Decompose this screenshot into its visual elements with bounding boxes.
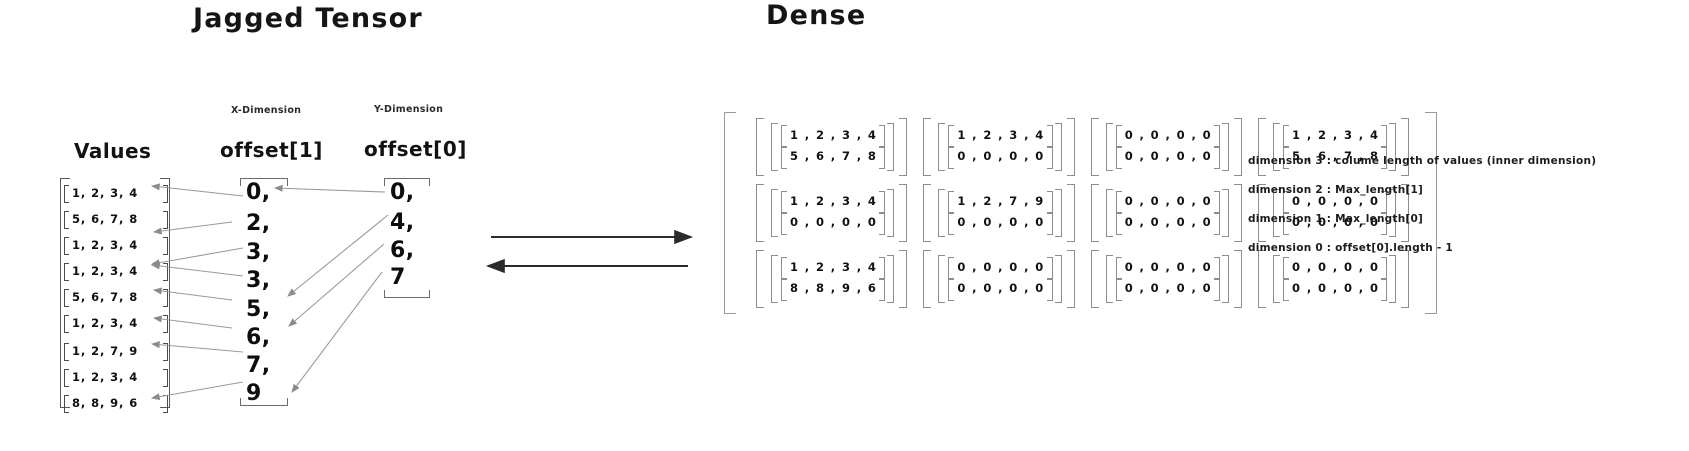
dense-block: 0 , 0 , 0 , 0 0 , 0 , 0 , 0 — [1090, 118, 1243, 176]
offset0-top-brace — [384, 178, 430, 186]
dense-vector: 1 , 2 , 3 , 4 — [781, 257, 886, 280]
offset1-value: 7, — [246, 353, 271, 378]
dense-vector: 0 , 0 , 0 , 0 — [948, 212, 1054, 235]
values-row: 1, 2, 3, 4 — [64, 315, 168, 333]
offset1-value: 5, — [246, 297, 271, 322]
offset0-list: 0, 4, 6, 7 — [390, 180, 450, 292]
dense-block: 0 , 0 , 0 , 0 0 , 0 , 0 , 0 — [1090, 250, 1243, 308]
dense-block: 1 , 2 , 3 , 4 0 , 0 , 0 , 0 — [922, 118, 1076, 176]
dense-vector: 0 , 0 , 0 , 0 — [948, 146, 1054, 169]
dense-vector: 0 , 0 , 0 , 0 — [781, 212, 886, 235]
dense-vector: 1 , 2 , 3 , 4 — [948, 125, 1054, 148]
dense-vector: 0 , 0 , 0 , 0 — [1283, 257, 1388, 280]
dense-vector: 0 , 0 , 0 , 0 — [1115, 257, 1221, 280]
dense-grid: 1 , 2 , 3 , 4 5 , 6 , 7 , 8 1 , 2 , 3 , … — [737, 112, 1424, 312]
offset1-value: 2, — [246, 211, 271, 236]
dense-vector: 1 , 2 , 3 , 4 — [1283, 125, 1388, 148]
dense-block: 0 , 0 , 0 , 0 0 , 0 , 0 , 0 — [922, 250, 1076, 308]
dense-vector: 5 , 6 , 7 , 8 — [781, 146, 886, 169]
offset1-value: 6, — [246, 325, 271, 350]
values-list: 1, 2, 3, 4 5, 6, 7, 8 1, 2, 3, 4 1, 2, 3… — [60, 178, 170, 413]
x-dimension-caption: X-Dimension — [231, 105, 302, 116]
dense-block: 1 , 2 , 3 , 4 8 , 8 , 9 , 6 — [755, 250, 908, 308]
y-dimension-caption: Y-Dimension — [374, 104, 444, 115]
dense-vector: 8 , 8 , 9 , 6 — [781, 278, 886, 301]
offset0-value: 4, — [390, 210, 415, 235]
legend-line-dimension-2: dimension 2 : Max_length[1] — [1248, 184, 1424, 196]
dense-vector: 0 , 0 , 0 , 0 — [948, 278, 1054, 301]
values-row: 1, 2, 3, 4 — [64, 237, 168, 255]
legend-line-dimension-3: dimension 3 : colume length of values (i… — [1248, 155, 1597, 167]
dense-block: 1 , 2 , 7 , 9 0 , 0 , 0 , 0 — [922, 184, 1076, 242]
offset1-bottom-brace — [240, 398, 288, 406]
dense-vector: 0 , 0 , 0 , 0 — [1283, 212, 1388, 235]
dense-vector: 0 , 0 , 0 , 0 — [1115, 212, 1221, 235]
dense-vector: 0 , 0 , 0 , 0 — [1283, 191, 1388, 214]
offset0-caption: offset[0] — [364, 137, 467, 161]
dense-row: 1 , 2 , 3 , 4 8 , 8 , 9 , 6 0 , 0 , 0 , … — [755, 250, 1410, 308]
dense-block: 1 , 2 , 3 , 4 5 , 6 , 7 , 8 — [1257, 118, 1410, 176]
dimension-legend: dimension 3 : colume length of values (i… — [1248, 155, 1668, 271]
dense-vector: 0 , 0 , 0 , 0 — [948, 257, 1054, 280]
page-title-jagged-tensor: Jagged Tensor — [193, 3, 423, 34]
dense-vector: 1 , 2 , 3 , 4 — [781, 125, 886, 148]
values-row: 5, 6, 7, 8 — [64, 289, 168, 307]
offset1-top-brace — [240, 178, 288, 186]
offset1-value: 3, — [246, 240, 271, 265]
dense-vector: 0 , 0 , 0 , 0 — [1283, 278, 1388, 301]
dense-vector: 0 , 0 , 0 , 0 — [1115, 191, 1221, 214]
dense-block: 0 , 0 , 0 , 0 0 , 0 , 0 , 0 — [1090, 184, 1243, 242]
dense-block: 1 , 2 , 3 , 4 0 , 0 , 0 , 0 — [755, 184, 908, 242]
dense-vector: 0 , 0 , 0 , 0 — [1115, 278, 1221, 301]
dense-matrix: 1 , 2 , 3 , 4 5 , 6 , 7 , 8 1 , 2 , 3 , … — [724, 112, 1438, 314]
offset1-value: 9 — [246, 381, 262, 406]
page-title-dense: Dense — [766, 0, 867, 31]
dense-vector: 5 , 6 , 7 , 8 — [1283, 146, 1388, 169]
dense-vector: 0 , 0 , 0 , 0 — [1115, 125, 1221, 148]
values-caption: Values — [74, 139, 152, 163]
values-row: 1, 2, 3, 4 — [64, 263, 168, 281]
dense-row: 1 , 2 , 3 , 4 5 , 6 , 7 , 8 1 , 2 , 3 , … — [755, 118, 1410, 176]
dense-vector: 1 , 2 , 3 , 4 — [781, 191, 886, 214]
values-row: 1, 2, 7, 9 — [64, 343, 168, 361]
offset0-value: 7 — [390, 265, 406, 290]
dense-outer-bracket-right — [1425, 112, 1438, 314]
legend-line-dimension-0: dimension 0 : offset[0].length - 1 — [1248, 242, 1453, 254]
values-outer-bracket-left — [60, 178, 70, 408]
dense-row: 1 , 2 , 3 , 4 0 , 0 , 0 , 0 1 , 2 , 7 , … — [755, 184, 1410, 242]
dense-block: 0 , 0 , 0 , 0 0 , 0 , 0 , 0 — [1257, 250, 1410, 308]
offset1-value: 0, — [246, 180, 271, 205]
offset0-value: 0, — [390, 180, 415, 205]
legend-line-dimension-1: dimension 1 : Max_length[0] — [1248, 213, 1424, 225]
dense-vector: 0 , 0 , 0 , 0 — [1115, 146, 1221, 169]
offset1-caption: offset[1] — [220, 138, 323, 162]
offset1-value: 3, — [246, 268, 271, 293]
offset0-value: 6, — [390, 238, 415, 263]
dense-vector: 1 , 2 , 7 , 9 — [948, 191, 1054, 214]
dense-block: 0 , 0 , 0 , 0 0 , 0 , 0 , 0 — [1257, 184, 1410, 242]
dense-block: 1 , 2 , 3 , 4 5 , 6 , 7 , 8 — [755, 118, 908, 176]
values-row: 1, 2, 3, 4 — [64, 185, 168, 203]
values-row: 5, 6, 7, 8 — [64, 211, 168, 229]
values-row: 1, 2, 3, 4 — [64, 369, 168, 387]
values-row: 8, 8, 9, 6 — [64, 395, 168, 413]
dense-outer-bracket-left — [724, 112, 736, 314]
offset1-list: 0, 2, 3, 3, 5, 6, 7, 9 — [246, 180, 306, 406]
